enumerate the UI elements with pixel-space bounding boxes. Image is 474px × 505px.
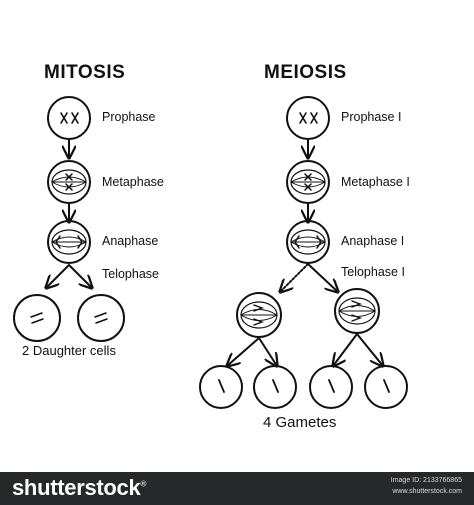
- mitosis-result-label: 2 Daughter cells: [22, 343, 116, 358]
- mitosis-daughter-cell-left: [13, 294, 61, 342]
- mitosis-title: MITOSIS: [44, 62, 126, 83]
- mitosis-telophase-label: Telophase: [102, 267, 159, 281]
- mitosis-arrow-right: [68, 264, 92, 288]
- mitosis-anaphase-label: Anaphase: [102, 234, 159, 248]
- cell-division-diagram: MITOSIS MEIOSIS Prophase Metaphase Anaph…: [13, 62, 410, 431]
- meiosis-result-label: 4 Gametes: [263, 414, 337, 431]
- meiosis-prophase-label: Prophase I: [341, 110, 402, 124]
- meiosis-arrow-right: [307, 263, 338, 292]
- gamete-cell-1: [199, 365, 243, 409]
- meiosis-arrow-4: [258, 337, 277, 366]
- mitosis-prophase-label: Prophase: [102, 110, 156, 124]
- meiosis-telophase-cell-right: [334, 288, 380, 334]
- meiosis-title: MEIOSIS: [264, 62, 347, 83]
- meiosis-prophase-cell: [286, 96, 330, 140]
- gamete-cell-3: [309, 365, 353, 409]
- site-url-text: www.shutterstock.com: [392, 488, 462, 495]
- gamete-cell-2: [253, 365, 297, 409]
- mitosis-daughter-cell-right: [77, 294, 125, 342]
- meiosis-metaphase-cell: [286, 160, 330, 204]
- meiosis-arrow-5: [333, 333, 358, 366]
- shutterstock-logo: shutterstock®: [12, 475, 146, 501]
- diagram-svg: [13, 96, 408, 409]
- meiosis-metaphase-label: Metaphase I: [341, 175, 410, 189]
- meiosis-telophase-label: Telophase I: [341, 265, 405, 279]
- mitosis-prophase-cell: [47, 96, 91, 140]
- mitosis-arrow-left: [46, 264, 70, 288]
- mitosis-anaphase-cell: [47, 220, 91, 264]
- image-id-text: Image ID: 2133766865: [390, 477, 462, 484]
- meiosis-anaphase-label: Anaphase I: [341, 234, 405, 248]
- meiosis-arrow-3: [227, 337, 260, 366]
- mitosis-metaphase-cell: [47, 160, 91, 204]
- mitosis-metaphase-label: Metaphase: [102, 175, 164, 189]
- logo-mark: ®: [140, 479, 147, 489]
- gamete-cell-4: [364, 365, 408, 409]
- meiosis-telophase-cell-left: [236, 292, 282, 338]
- stock-footer-bar: shutterstock® Image ID: 2133766865 www.s…: [0, 472, 474, 505]
- meiosis-arrow-left: [280, 263, 309, 292]
- meiosis-arrow-6: [356, 333, 383, 366]
- meiosis-anaphase-cell: [286, 220, 330, 264]
- logo-text: shutterstock: [12, 475, 141, 500]
